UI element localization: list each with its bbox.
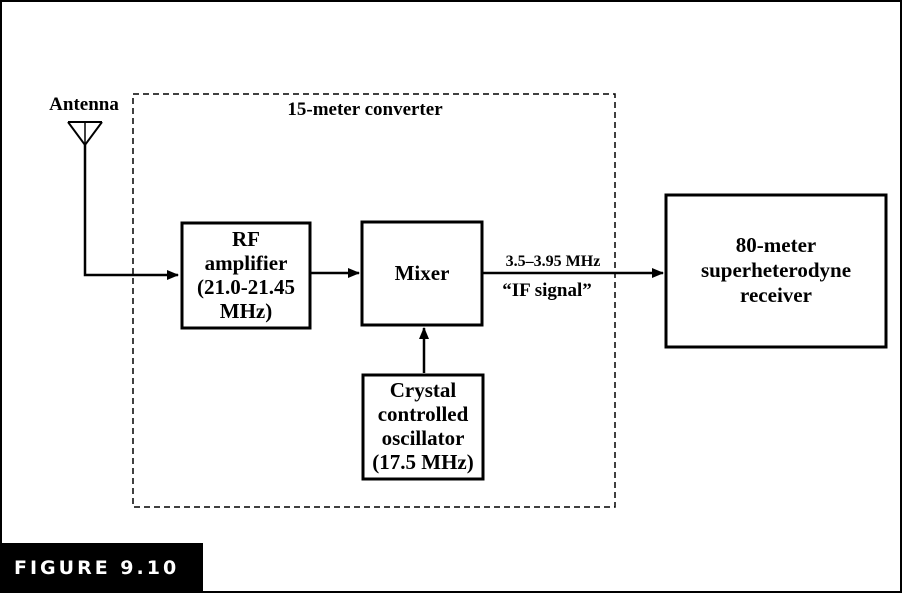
rf-amplifier-line: RF xyxy=(232,227,260,251)
oscillator-line: (17.5 MHz) xyxy=(372,450,473,474)
receiver-line: receiver xyxy=(740,283,812,307)
receiver-line: 80-meter xyxy=(736,233,816,257)
oscillator-line: controlled xyxy=(378,402,469,426)
rf-amplifier-block xyxy=(180,221,312,330)
converter-boundary xyxy=(132,93,616,508)
antenna-label: Antenna xyxy=(49,94,119,115)
figure-caption-label: FIGURE 9.10 xyxy=(0,543,203,593)
rf-amplifier-line: amplifier xyxy=(205,251,288,275)
rf-amplifier-line: MHz) xyxy=(220,299,272,323)
receiver-block xyxy=(664,193,888,349)
oscillator-line: Crystal xyxy=(390,378,457,402)
if-signal-label: “IF signal” xyxy=(502,280,592,301)
antenna-icon xyxy=(67,121,103,147)
antenna-to-rf-arrow xyxy=(83,145,179,280)
receiver-line: superheterodyne xyxy=(701,258,851,282)
rf-amplifier-line: (21.0-21.45 xyxy=(197,275,295,299)
converter-label: 15-meter converter xyxy=(287,99,443,120)
oscillator-line: oscillator xyxy=(382,426,465,450)
mixer-label: Mixer xyxy=(395,261,450,285)
signal-frequency-label: 3.5–3.95 MHz xyxy=(506,253,601,270)
oscillator-block xyxy=(361,373,485,481)
